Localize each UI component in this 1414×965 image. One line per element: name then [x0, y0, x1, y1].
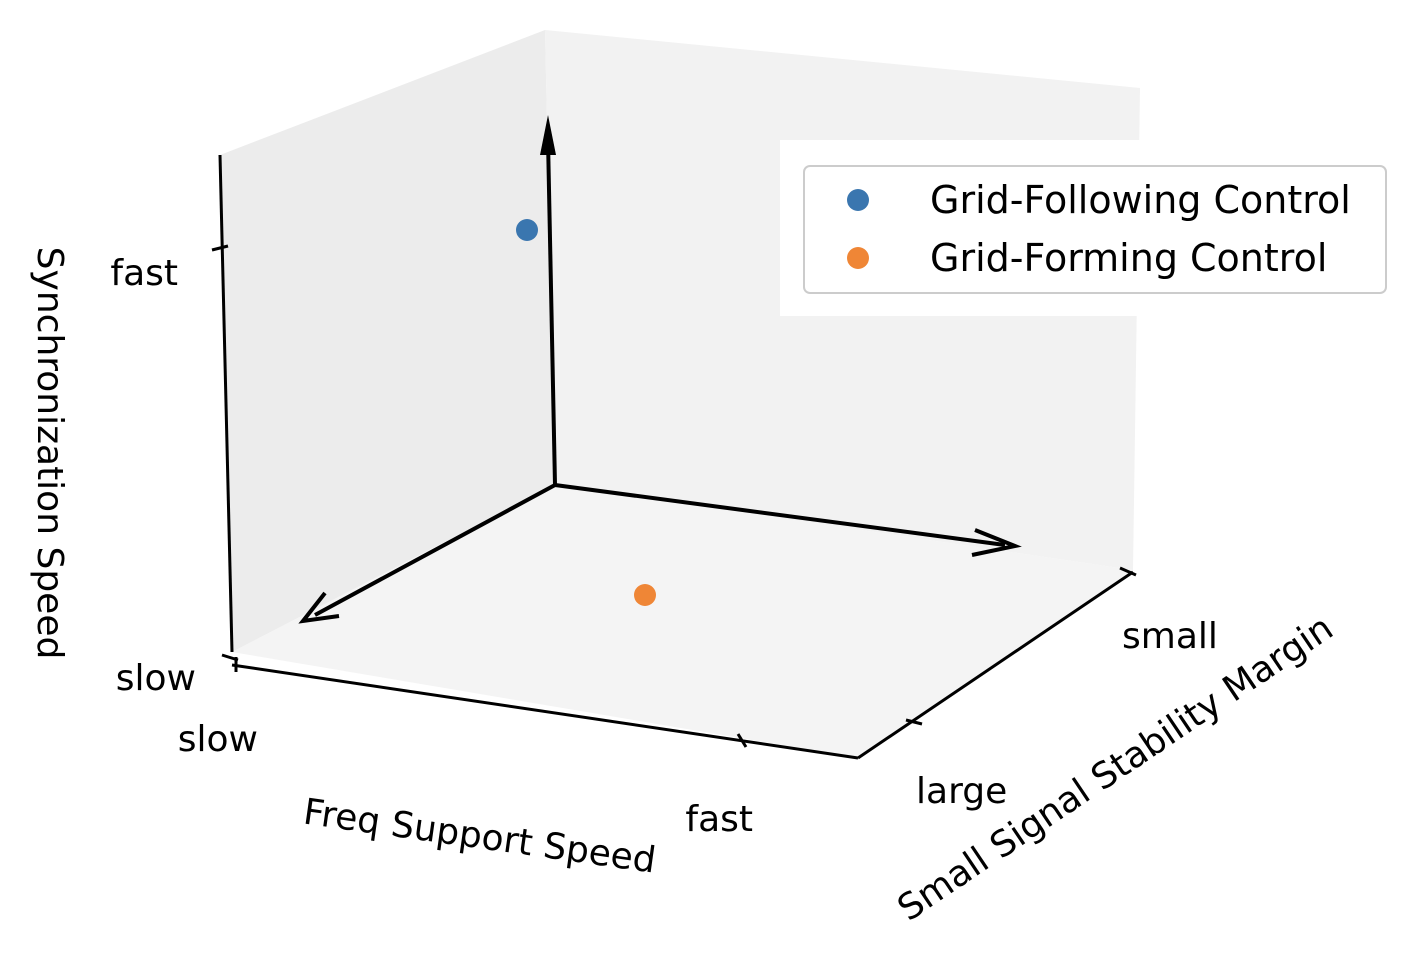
arrow-freq-support-head — [298, 591, 340, 624]
legend-marker-1 — [847, 189, 869, 211]
legend-marker-2 — [847, 247, 869, 269]
arrow-stability-head — [971, 528, 1022, 557]
data-point-grid-forming-control — [634, 584, 656, 606]
data-points — [516, 219, 656, 606]
y-tick-large — [905, 718, 923, 726]
data-point-grid-following-control — [516, 219, 538, 241]
y-tick-label-small: small — [1122, 616, 1218, 657]
x-tick-label-fast: fast — [685, 799, 753, 840]
z-tick-label-slow: slow — [116, 658, 196, 699]
z-tick-label-fast: fast — [110, 253, 178, 294]
arrow-freq-support — [314, 483, 556, 617]
x-axis-line — [231, 663, 859, 760]
legend-label-1: Grid-Following Control — [930, 178, 1351, 222]
arrow-synchronization-head — [540, 115, 556, 155]
z-axis-title: Synchronization Speed — [29, 247, 70, 660]
arrow-synchronization — [546, 139, 557, 486]
y-tick-small — [1119, 566, 1137, 577]
x-tick-fast — [736, 733, 748, 748]
z-axis-line — [218, 154, 234, 653]
pane-back-left — [220, 30, 555, 652]
y-axis-line — [857, 570, 1134, 760]
pane-floor — [232, 485, 1133, 758]
legend-box — [803, 165, 1387, 294]
z-tick-fast — [211, 244, 229, 252]
x-axis-title: Freq Support Speed — [301, 792, 658, 882]
x-tick-label-slow: slow — [178, 719, 258, 760]
legend-label-2: Grid-Forming Control — [930, 236, 1327, 280]
y-tick-label-large: large — [916, 771, 1007, 812]
arrow-stability — [554, 483, 1006, 547]
